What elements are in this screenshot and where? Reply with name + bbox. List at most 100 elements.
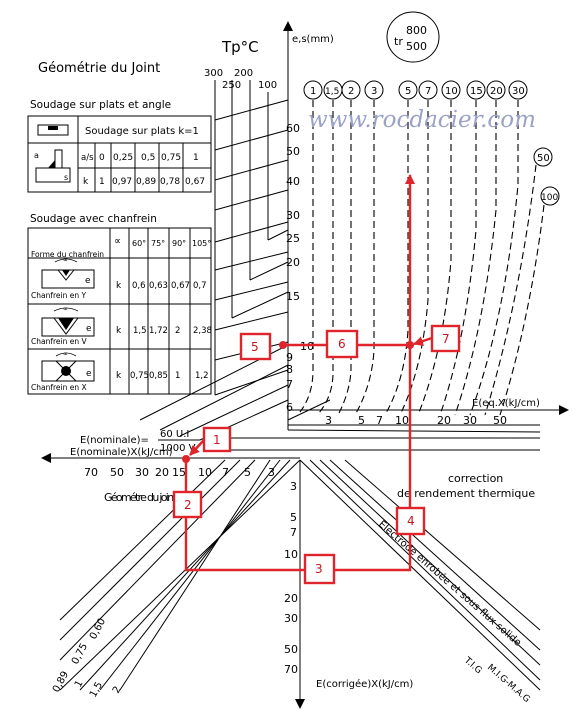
svg-text:5: 5 [244,466,251,479]
svg-text:30: 30 [286,209,300,222]
svg-text:2: 2 [184,498,192,512]
svg-text:100: 100 [541,193,558,203]
svg-text:1,5: 1,5 [88,680,105,699]
svg-text:25: 25 [286,232,300,245]
svg-text:k: k [116,326,122,336]
svg-text:15: 15 [470,86,483,97]
svg-text:2: 2 [175,326,180,336]
svg-text:20: 20 [286,256,300,269]
svg-text:0,7: 0,7 [193,281,207,291]
e-nominal-ticks: 70 50 30 20 15 10 7 5 3 [84,466,275,479]
svg-text:5: 5 [290,511,297,524]
svg-text:1: 1 [73,679,86,690]
svg-text:800: 800 [406,24,427,37]
svg-text:105°: 105° [192,239,211,248]
svg-text:20: 20 [155,466,169,479]
svg-text:Chanfrein en X: Chanfrein en X [31,383,87,392]
svg-text:10: 10 [300,340,314,353]
es-axis-label: e,s(mm) [292,34,334,45]
svg-text:0,75: 0,75 [70,642,90,667]
svg-text:40: 40 [286,175,300,188]
step-5-box: 5 [239,332,272,361]
svg-text:k: k [83,177,89,187]
e-nominal-formula-num: 60 U.I [160,429,189,440]
svg-text:2: 2 [348,86,354,97]
svg-text:3: 3 [371,86,377,97]
svg-text:500: 500 [406,40,427,53]
step-1-box: 1 [202,426,232,453]
svg-text:k: k [116,281,122,291]
thickness-circles: 1 1,5 2 3 5 7 10 15 20 30 50 100 [303,80,560,206]
svg-text:1: 1 [310,86,316,97]
plates-title: Soudage sur plats et angle [30,99,171,111]
svg-text:0,89: 0,89 [136,177,156,187]
svg-text:5: 5 [251,340,259,354]
svg-text:∝: ∝ [63,305,68,313]
e-corr-label: E(corrigée)X(kJ/cm) [316,678,413,690]
svg-text:0,60: 0,60 [88,617,108,642]
svg-text:0: 0 [99,153,105,163]
plates-table: a s Soudage sur plats k=1 a/s 0 0,25 0,5… [27,115,212,193]
svg-text:1,2: 1,2 [195,371,209,381]
svg-text:2: 2 [111,685,124,696]
svg-text:30: 30 [512,86,525,97]
step-2-box: 2 [172,490,203,519]
svg-text:50: 50 [537,153,550,164]
svg-text:Chanfrein en V: Chanfrein en V [31,337,87,346]
svg-text:50: 50 [284,643,298,656]
svg-text:1: 1 [193,153,199,163]
svg-text:6: 6 [286,401,293,414]
tp-tick-250: 250 [222,80,241,91]
svg-text:50: 50 [286,145,300,158]
svg-text:a: a [34,151,39,160]
svg-text:0,5: 0,5 [141,153,155,163]
e-corr-ticks: 3 5 7 10 20 30 50 70 [284,480,298,676]
chamfer-v-icon: ∝ e [41,305,95,337]
svg-text:60°: 60° [132,239,146,248]
svg-text:4: 4 [407,514,415,528]
svg-text:30: 30 [463,414,477,427]
red-path [182,174,415,572]
e-nominal-formula-left: E(nominale)= [80,435,149,446]
svg-text:15: 15 [172,466,186,479]
svg-text:6: 6 [338,337,346,351]
svg-text:5: 5 [405,86,411,97]
svg-text:Chanfrein en Y: Chanfrein en Y [31,291,86,300]
svg-text:3: 3 [268,466,275,479]
svg-text:30: 30 [135,466,149,479]
tp-tick-100: 100 [258,80,277,91]
butt-weld-icon [37,124,69,136]
svg-text:1: 1 [175,371,180,381]
correction-line1: correction [448,472,503,485]
chamfer-title: Soudage avec chanfrein [30,213,157,225]
svg-text:50: 50 [493,414,507,427]
step-7-box: 7 [430,324,461,353]
e-nominal-axis-label: E(nominale)X(kJ/cm) [70,447,173,458]
svg-text:0,78: 0,78 [160,177,180,187]
svg-text:k: k [116,371,122,381]
svg-text:0,67: 0,67 [185,177,205,187]
svg-text:0,63: 0,63 [149,281,168,291]
svg-text:1,5: 1,5 [133,326,147,336]
svg-text:70: 70 [84,466,98,479]
row-a-s-label: a/s [81,153,94,163]
svg-text:20: 20 [284,592,298,605]
svg-text:20: 20 [490,86,503,97]
correction-line2: de rendement thermique [397,487,535,500]
svg-text:7: 7 [376,414,383,427]
watermark: www.rocdacier.com [308,107,536,133]
tp-tick-300: 300 [204,68,223,79]
svg-text:Forme du chanfrein: Forme du chanfrein [31,250,104,259]
svg-text:7: 7 [290,526,297,539]
svg-text:7: 7 [425,86,431,97]
e-eq-label: E(eq.X(kJ/cm) [472,398,540,409]
svg-text:15: 15 [286,290,300,303]
es-ticks: 60 50 40 30 25 20 15 10 9 8 7 6 [286,122,314,414]
svg-text:0,85: 0,85 [149,371,168,381]
svg-text:60: 60 [286,122,300,135]
svg-text:8: 8 [286,363,293,376]
process-electrode: Electrode enrobée et sous flux solide [376,518,524,649]
svg-text:∝: ∝ [114,236,121,247]
svg-text:7: 7 [286,378,293,391]
svg-text:1: 1 [213,433,221,447]
